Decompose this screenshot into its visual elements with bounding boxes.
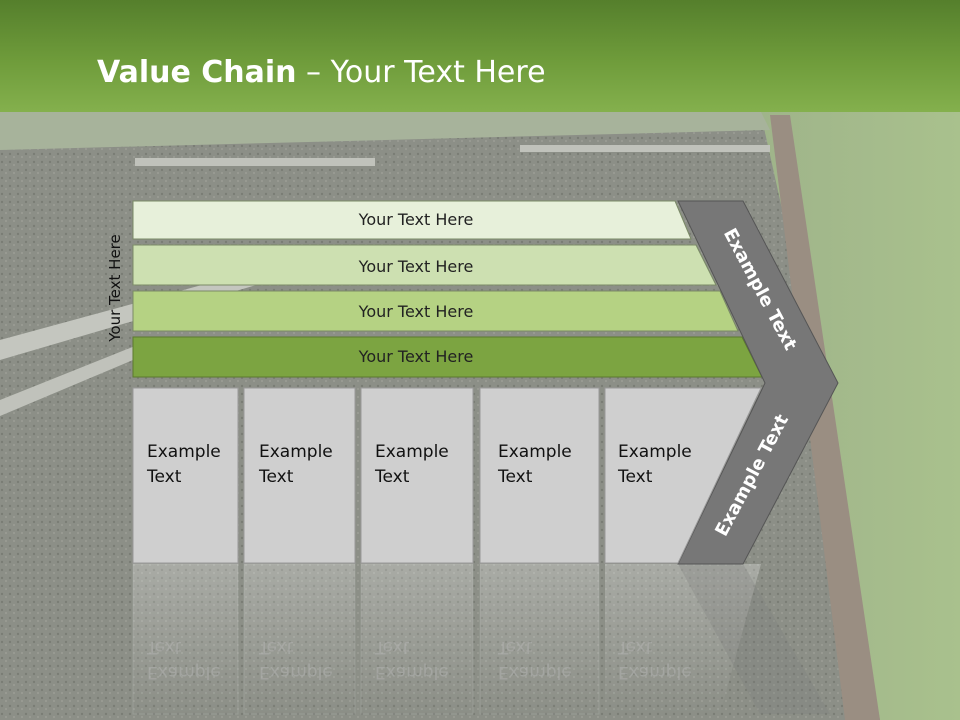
- bar-3-label: Your Text Here: [358, 302, 474, 321]
- box-3: [360, 387, 474, 564]
- box-4-reflection-line2: Text: [498, 637, 533, 657]
- box-1-reflection-label: Example Text: [147, 634, 221, 684]
- box-1-reflection-line1: Example: [147, 662, 221, 682]
- box-1-reflection-line2: Text: [147, 637, 182, 657]
- bar-4-label: Your Text Here: [358, 347, 474, 366]
- box-5-reflection-line1: Example: [618, 662, 692, 682]
- box-5-line1: Example: [618, 442, 692, 462]
- bar-3: [132, 290, 739, 332]
- box-4-line2: Text: [498, 467, 533, 487]
- box-2-line2: Text: [259, 467, 294, 487]
- box-1-line2: Text: [147, 467, 182, 487]
- box-2-reflection-label: Example Text: [259, 634, 333, 684]
- box-2-line1: Example: [259, 442, 333, 462]
- slide-title: Value Chain – Your Text Here: [97, 55, 546, 90]
- box-4: [479, 387, 600, 564]
- box-5: [604, 387, 762, 564]
- box-5-reflection-label: Example Text: [618, 634, 692, 684]
- box-3-reflection-line1: Example: [375, 662, 449, 682]
- box-1-line1: Example: [147, 442, 221, 462]
- box-4-reflection-line1: Example: [498, 662, 572, 682]
- box-4-reflection-label: Example Text: [498, 634, 572, 684]
- title-bar: [0, 0, 960, 112]
- title-bold: Value Chain: [97, 55, 297, 90]
- box-2-reflection-line2: Text: [259, 637, 294, 657]
- box-5-line2: Text: [618, 467, 653, 487]
- bar-2: [132, 244, 717, 286]
- bar-2-label: Your Text Here: [358, 257, 474, 276]
- box-3-line2: Text: [375, 467, 410, 487]
- box-3-line1: Example: [375, 442, 449, 462]
- bar-1: [132, 200, 692, 240]
- box-3-reflection-label: Example Text: [375, 634, 449, 684]
- box-1: [132, 387, 239, 564]
- box-5-reflection-line2: Text: [618, 637, 653, 657]
- chevron-arrow: [677, 200, 839, 565]
- title-rest: – Your Text Here: [296, 55, 546, 90]
- box-4-line1: Example: [498, 442, 572, 462]
- box-reflections: [132, 563, 830, 715]
- box-2-reflection-line1: Example: [259, 662, 333, 682]
- box-2: [243, 387, 356, 564]
- box-3-reflection-line2: Text: [375, 637, 410, 657]
- bar-1-label: Your Text Here: [358, 210, 474, 229]
